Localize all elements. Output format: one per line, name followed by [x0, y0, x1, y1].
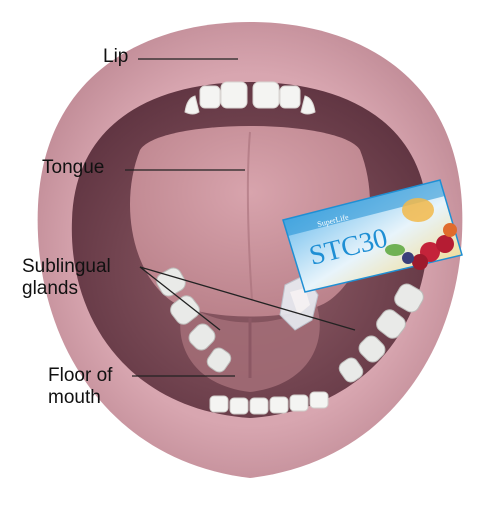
label-sublingual-line1: Sublingual [22, 256, 111, 277]
leader-sublingual-2 [139, 266, 356, 331]
label-lip: Lip [103, 46, 129, 67]
lower-front-teeth [209, 391, 329, 415]
label-sublingual-line2: glands [22, 278, 78, 299]
upper-teeth [184, 81, 316, 115]
lower-teeth-right [338, 283, 424, 383]
label-floor-line2: mouth [48, 387, 101, 408]
lower-teeth-left [156, 267, 232, 373]
label-sublingual-glands: Sublingual glands [22, 256, 111, 300]
tongue-midline [246, 131, 253, 301]
label-floor-line1: Floor of [48, 365, 113, 386]
leader-lines [125, 58, 356, 377]
product-sachet: SuperLife STC30 [282, 179, 463, 293]
leader-sublingual-1 [139, 266, 221, 331]
label-tongue: Tongue [42, 157, 105, 178]
label-floor-of-mouth: Floor of mouth [48, 365, 112, 409]
